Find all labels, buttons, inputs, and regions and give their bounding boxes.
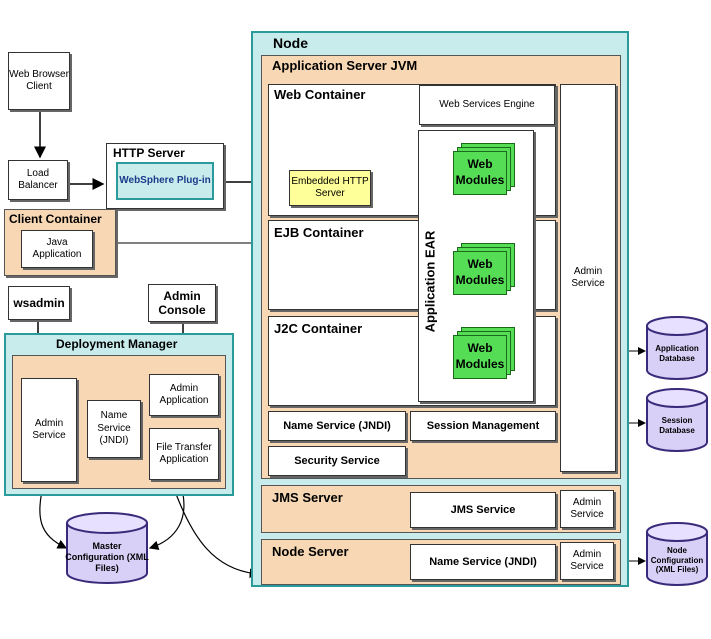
wsadmin: wsadmin [8, 286, 70, 320]
database-icon [66, 512, 148, 584]
deployment-manager: Deployment Manager Admin Service Name Se… [4, 333, 234, 496]
database-icon [646, 316, 708, 380]
web-container-title: Web Container [274, 87, 366, 102]
node-title: Node [273, 35, 308, 51]
jms-server: JMS Server JMS Service Admin Service [261, 485, 621, 533]
node-server-title: Node Server [272, 544, 349, 559]
node-admin-service: Admin Service [560, 84, 616, 472]
jms-admin-service: Admin Service [560, 490, 614, 528]
deployment-manager-title: Deployment Manager [56, 337, 178, 351]
dm-name-service: Name Service (JNDI) [87, 400, 141, 458]
app-server-jvm-title: Application Server JVM [272, 58, 418, 73]
node-server-admin-service: Admin Service [560, 542, 614, 580]
master-configuration-database: Master Configuration (XML Files) [64, 511, 150, 587]
web-services-engine: Web Services Engine [419, 85, 555, 125]
ejb-container-title: EJB Container [274, 225, 364, 240]
deployment-manager-jvm: Admin Service Name Service (JNDI) Admin … [12, 355, 226, 489]
node: Node Application Server JVM Web Containe… [251, 31, 629, 587]
session-database: Session Database [645, 388, 709, 454]
web-modules-2: Web Modules [453, 243, 515, 295]
database-icon [646, 522, 708, 586]
application-ear-label: Application EAR [422, 230, 438, 332]
database-icon [646, 388, 708, 452]
client-container-title: Client Container [9, 212, 102, 226]
load-balancer: Load Balancer [8, 160, 68, 200]
application-server-jvm: Application Server JVM Web Container Web… [261, 55, 621, 479]
application-ear: Application EAR Web Modules Web Modules … [418, 130, 534, 402]
admin-application: Admin Application [149, 374, 219, 416]
node-name-service: Name Service (JNDI) [410, 544, 556, 580]
curve-filetransfer-to-nodeserver [171, 482, 260, 578]
node-configuration-database: Node Configuration (XML Files) [645, 522, 709, 588]
web-modules-1: Web Modules [453, 143, 515, 195]
jms-service: JMS Service [410, 492, 556, 528]
http-server-title: HTTP Server [113, 146, 185, 160]
security-service: Security Service [268, 446, 406, 476]
http-server: HTTP Server WebSphere Plug-in [106, 143, 224, 209]
websphere-plugin: WebSphere Plug-in [116, 162, 214, 200]
web-modules-3: Web Modules [453, 327, 515, 379]
java-application: Java Application [21, 230, 93, 268]
session-management: Session Management [410, 411, 556, 441]
file-transfer-application: File Transfer Application [149, 428, 219, 480]
admin-console: Admin Console [148, 284, 216, 322]
dm-admin-service: Admin Service [21, 378, 77, 482]
client-container: Client Container Java Application [4, 209, 116, 276]
web-browser-client: Web Browser Client [8, 52, 70, 110]
jms-server-title: JMS Server [272, 490, 343, 505]
j2c-container-title: J2C Container [274, 321, 363, 336]
application-database: Application Database [645, 316, 709, 382]
node-server: Node Server Name Service (JNDI) Admin Se… [261, 539, 621, 585]
embedded-http-server: Embedded HTTP Server [289, 170, 371, 206]
name-service-jndi: Name Service (JNDI) [268, 411, 406, 441]
